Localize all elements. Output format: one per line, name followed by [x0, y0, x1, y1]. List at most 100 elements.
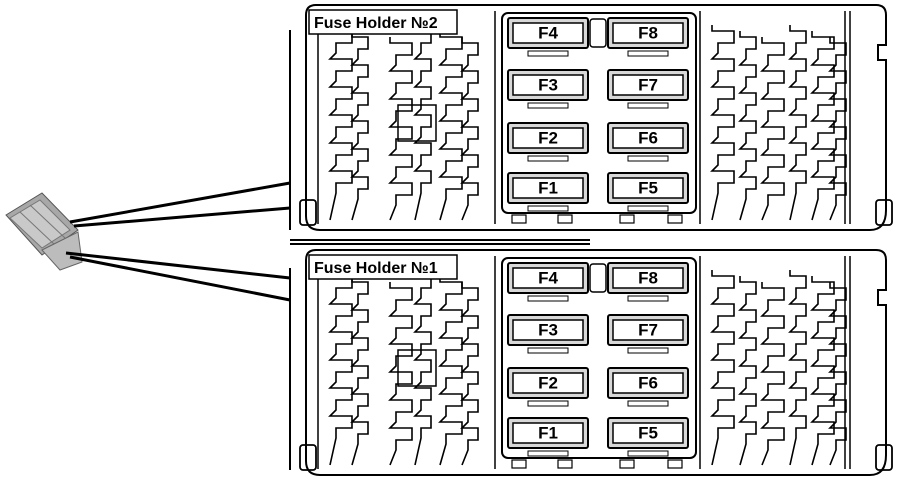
fuse-window: [612, 22, 684, 44]
fuse-f8[interactable]: F8: [607, 17, 689, 49]
frame-tab: [875, 444, 893, 471]
holder-title-box: [308, 254, 458, 280]
terminal-strip: [388, 282, 413, 466]
fuse-f4[interactable]: F4: [507, 262, 589, 294]
fuse-bay: [501, 12, 697, 214]
bay-foot: [557, 459, 573, 469]
fuse-f6[interactable]: F6: [607, 367, 689, 399]
fuse-window: [612, 319, 684, 341]
fuse-f4[interactable]: F4: [507, 17, 589, 49]
terminal-strip: [388, 37, 413, 221]
terminal-strip: [350, 276, 369, 466]
bay-foot: [619, 214, 635, 224]
fuse-clip: [627, 155, 669, 162]
terminal-strip: [760, 37, 785, 221]
bay-foot: [511, 214, 527, 224]
holder-title: Fuse Holder №2: [314, 15, 438, 32]
terminal-strip: [328, 270, 353, 466]
fuse-window: [612, 422, 684, 444]
fuse-label: F6: [638, 128, 658, 147]
fuse-window: [612, 372, 684, 394]
terminal-strip: [810, 31, 835, 221]
fuse-label: F8: [638, 23, 658, 42]
fuse-label: F3: [538, 75, 558, 94]
bay-slot: [589, 18, 607, 48]
fuse-f7[interactable]: F7: [607, 69, 689, 101]
fuse-f3[interactable]: F3: [507, 314, 589, 346]
fuse-f5[interactable]: F5: [607, 172, 689, 204]
fuse-clip: [527, 50, 569, 57]
terminal-strip: [710, 25, 735, 221]
fuse-window: [512, 74, 584, 96]
terminal-strip: [710, 270, 735, 466]
fuse-window: [512, 127, 584, 149]
fuse-label: F6: [638, 373, 658, 392]
fuse-clip: [527, 155, 569, 162]
fuse-f2[interactable]: F2: [507, 367, 589, 399]
fuse-label: F5: [638, 423, 658, 442]
fuse-clip: [527, 347, 569, 354]
fuse-f3[interactable]: F3: [507, 69, 589, 101]
fuse-clip: [627, 50, 669, 57]
fuse-f7[interactable]: F7: [607, 314, 689, 346]
terminal-strip: [788, 25, 807, 221]
relay-block: [397, 104, 437, 142]
fuse-clip: [627, 450, 669, 457]
terminal-strip: [788, 270, 807, 466]
fuse-clip: [527, 102, 569, 109]
frame-tab: [875, 199, 893, 226]
terminal-strip: [810, 276, 835, 466]
fuse-bay: [501, 257, 697, 459]
terminal-strip: [460, 37, 479, 221]
fuse-label: F5: [638, 178, 658, 197]
holder-title: Fuse Holder №1: [314, 260, 438, 277]
terminal-strip: [760, 282, 785, 466]
fuse-f1[interactable]: F1: [507, 172, 589, 204]
terminal-strip: [828, 282, 847, 466]
fuse-f5[interactable]: F5: [607, 417, 689, 449]
fuse-label: F1: [538, 178, 558, 197]
terminal-strip: [438, 276, 463, 466]
fuse-window: [512, 22, 584, 44]
bay-foot: [511, 459, 527, 469]
mounting-rails: [289, 30, 590, 470]
fuse-f6[interactable]: F6: [607, 122, 689, 154]
connector-plug: [5, 192, 83, 271]
bay-foot: [667, 214, 683, 224]
terminal-strip: [438, 31, 463, 221]
terminal-strip: [413, 270, 432, 466]
fuse-label: F2: [538, 128, 558, 147]
fuse-window: [512, 267, 584, 289]
fuse-window: [612, 177, 684, 199]
relay-block: [397, 349, 437, 387]
fuse-window: [512, 422, 584, 444]
terminal-strip: [738, 276, 757, 466]
terminal-strip: [350, 31, 369, 221]
fuse-label: F2: [538, 373, 558, 392]
fuse-clip: [527, 400, 569, 407]
fuse-window: [612, 74, 684, 96]
fuse-f1[interactable]: F1: [507, 417, 589, 449]
frame-tab: [299, 444, 317, 471]
fuse-clip: [627, 295, 669, 302]
holder-title-box: [308, 9, 458, 35]
fuse-window: [612, 267, 684, 289]
fuse-f8[interactable]: F8: [607, 262, 689, 294]
fuse-f2[interactable]: F2: [507, 122, 589, 154]
terminal-strip: [828, 37, 847, 221]
fuse-label: F7: [638, 75, 658, 94]
connector-wires: [65, 181, 291, 302]
fuse-label: F7: [638, 320, 658, 339]
holder-frame: [305, 4, 887, 231]
fuse-window: [512, 372, 584, 394]
fuse-clip: [527, 450, 569, 457]
bay-foot: [667, 459, 683, 469]
terminal-strip: [328, 25, 353, 221]
terminal-strip: [413, 25, 432, 221]
fuse-clip: [527, 295, 569, 302]
frame-tab: [299, 199, 317, 226]
fuse-window: [512, 177, 584, 199]
fuse-label: F4: [538, 268, 558, 287]
